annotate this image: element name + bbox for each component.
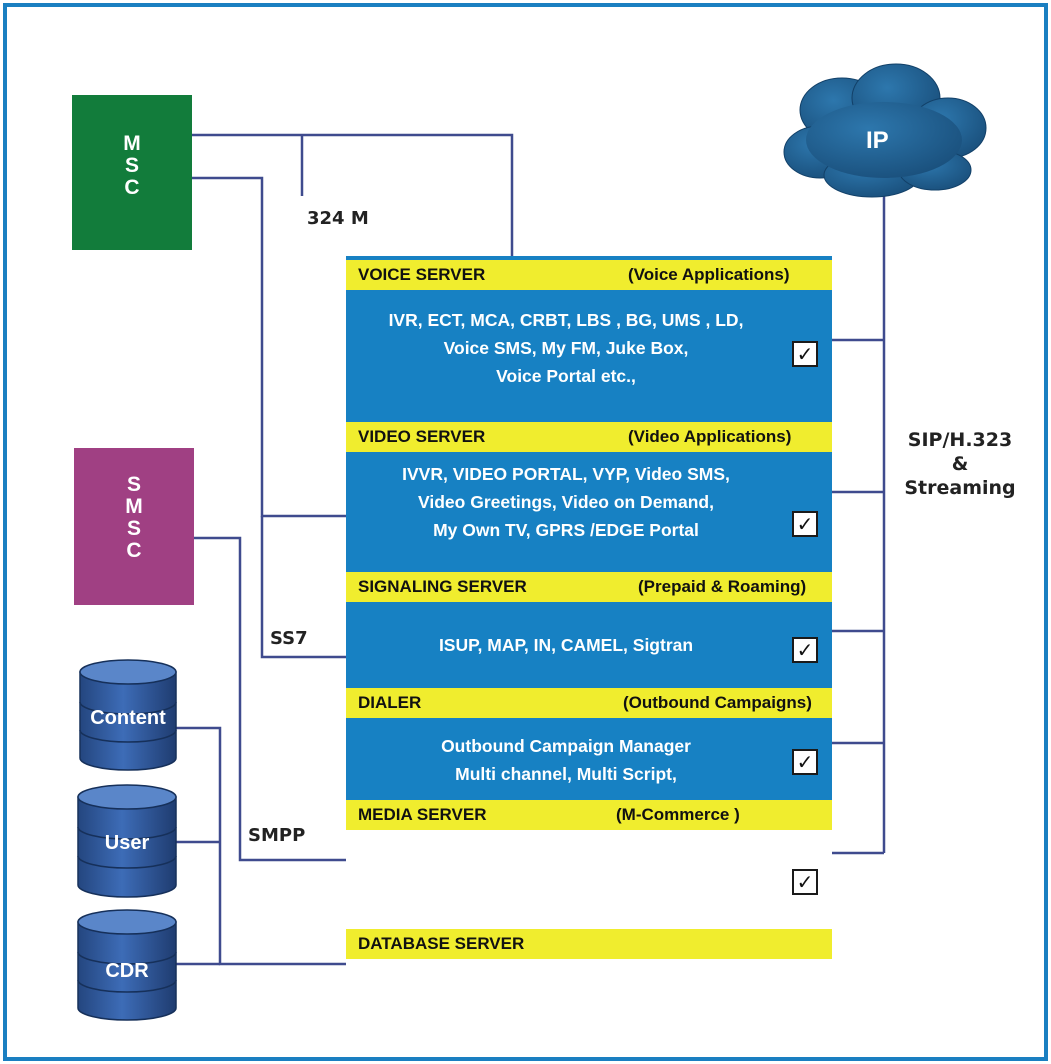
video-server-body: IVVR, VIDEO PORTAL, VYP, Video SMS, Vide… (402, 464, 730, 540)
smsc-label: S M S C (125, 473, 143, 562)
media-server-body: SMS, USSD, ASR, TTS, EMail, Payment Gate… (443, 852, 689, 900)
video-server-header: VIDEO SERVER (Video Applications) (346, 422, 832, 452)
smsc-node: S M S C (74, 448, 194, 605)
server-stack: VOICE SERVER (Voice Applications) IVR, E… (346, 256, 832, 1009)
database-label-cdr: CDR (105, 960, 149, 982)
smsc-smpp-link (194, 536, 346, 862)
diagram-frame (3, 3, 1048, 1061)
database-server-name: DATABASE SERVER (358, 934, 525, 953)
database-label-content: Content (90, 707, 166, 729)
content-db-link (176, 726, 346, 966)
ip-link-label: SIP/H.323 & Streaming (904, 429, 1016, 499)
database-label-user: User (104, 832, 150, 854)
dialer-checkbox-icon: ✓ (792, 749, 818, 775)
video-server-checkbox-icon: ✓ (792, 511, 818, 537)
msc-node: M S C (72, 95, 192, 250)
dialer-name: DIALER (358, 693, 422, 712)
ss7-label: SS7 (270, 628, 308, 649)
signaling-server-name: SIGNALING SERVER (358, 577, 527, 596)
voice-server-category: (Voice Applications) (628, 265, 790, 284)
dialer-category: (Outbound Campaigns) (623, 693, 812, 712)
media-server-header: MEDIA SERVER (M-Commerce ) (346, 800, 832, 830)
voice-server-header: VOICE SERVER (Voice Applications) (346, 260, 832, 290)
video-server-category: (Video Applications) (628, 427, 792, 446)
signaling-server-checkbox-icon: ✓ (792, 637, 818, 663)
msc-to-voice-link (192, 133, 514, 256)
media-server-category: (M-Commerce ) (616, 805, 740, 824)
database-icon-user (77, 784, 177, 898)
database-icon-content (79, 659, 177, 771)
msc-link-label: 324 M (307, 208, 369, 229)
database-server-body: USER, CONTENT, CDR, BILLING (431, 989, 701, 1009)
signaling-server-header: SIGNALING SERVER (Prepaid & Roaming) (346, 572, 832, 602)
ip-cloud-label: IP (866, 127, 889, 154)
signaling-server-body: ISUP, MAP, IN, CAMEL, Sigtran (438, 635, 694, 655)
signaling-server-category: (Prepaid & Roaming) (638, 577, 807, 596)
media-server-name: MEDIA SERVER (358, 805, 487, 824)
media-server-checkbox-icon: ✓ (792, 869, 818, 895)
voice-server-name: VOICE SERVER (358, 265, 486, 284)
voice-server-body: IVR, ECT, MCA, CRBT, LBS , BG, UMS , LD,… (388, 310, 744, 386)
voice-server-checkbox-icon: ✓ (792, 341, 818, 367)
ip-cloud-icon (783, 63, 987, 198)
msc-to-video-link (192, 176, 346, 518)
msc-ss7-link (260, 516, 346, 659)
dialer-body: Outbound Campaign Manager Multi channel,… (441, 736, 691, 784)
database-server-header: DATABASE SERVER (346, 929, 832, 959)
smpp-label: SMPP (248, 825, 306, 846)
video-server-name: VIDEO SERVER (358, 427, 486, 446)
dialer-header: DIALER (Outbound Campaigns) (346, 688, 832, 718)
database-icon-cdr (77, 909, 177, 1021)
msc-label: M S C (123, 132, 141, 199)
